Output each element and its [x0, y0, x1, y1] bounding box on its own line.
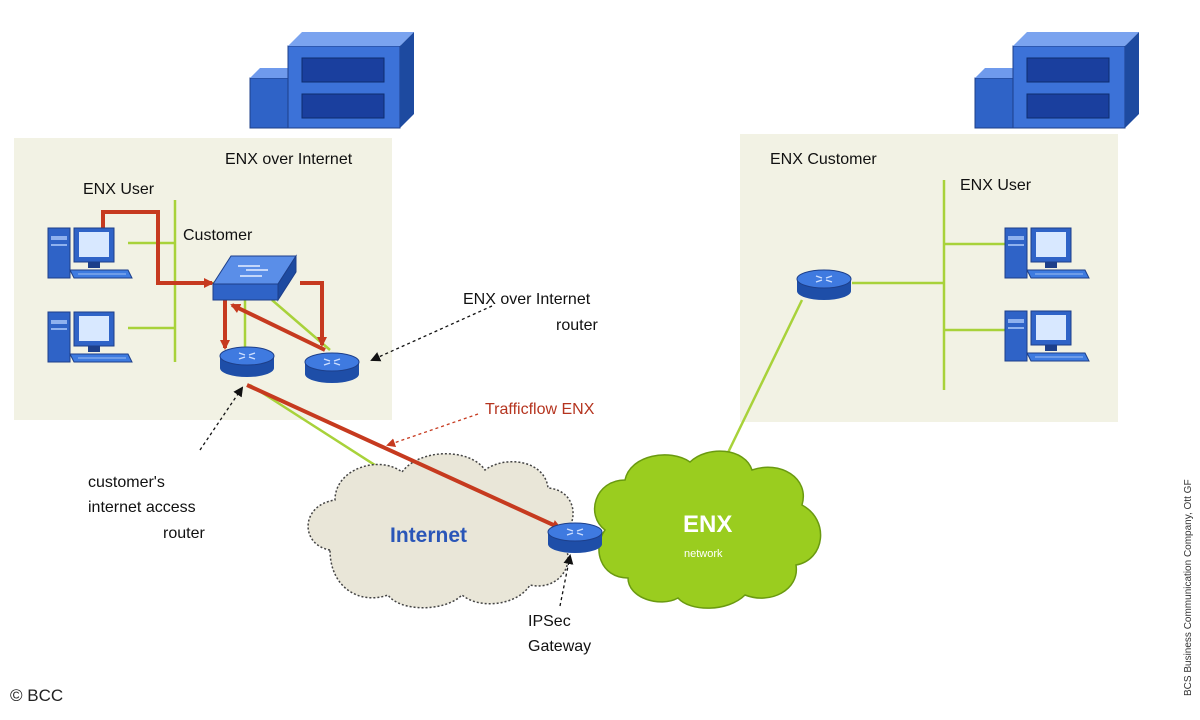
enx-router-pointer — [370, 305, 493, 362]
left-site-title: ENX over Internet — [225, 151, 353, 168]
right-site-title: ENX Customer — [770, 151, 877, 168]
internet-cloud — [307, 453, 574, 609]
enx-customer-router-icon — [796, 269, 852, 301]
enx-over-internet-router-icon — [304, 352, 360, 384]
access-router-label-line2: internet access — [88, 499, 196, 516]
copyright-notice: © BCC — [10, 686, 64, 705]
customer-switch-icon — [212, 254, 297, 302]
traffic-flow-path — [101, 210, 562, 530]
trafficflow-label: Trafficflow ENX — [485, 401, 595, 418]
gateway-pointer — [559, 554, 574, 607]
access-router-pointer — [199, 386, 244, 451]
gateway-label-line1: IPSec — [528, 613, 571, 630]
trafficflow-pointer — [386, 413, 479, 447]
right-lan-links — [720, 180, 1005, 466]
enx-cloud-sublabel: network — [684, 548, 723, 560]
right-users-label: ENX User — [960, 177, 1032, 194]
internet-access-router-icon — [219, 346, 275, 378]
side-credit: BCS Business Communication Company, Ott … — [1183, 479, 1194, 696]
switch-label: Customer — [183, 227, 253, 244]
enx-cloud — [594, 450, 822, 609]
enx-router-label-line1: ENX over Internet — [463, 291, 591, 308]
ipsec-gateway-router-icon — [547, 522, 603, 554]
enx-router-label-line2: router — [556, 317, 598, 334]
right-building-icon — [974, 31, 1140, 129]
access-router-label-line3: router — [163, 525, 205, 542]
enx-cloud-label: ENX — [683, 511, 732, 538]
left-building-icon — [249, 31, 415, 129]
internet-cloud-label: Internet — [390, 524, 467, 547]
access-router-label-line1: customer's — [88, 474, 165, 491]
left-users-label: ENX User — [83, 181, 155, 198]
gateway-label-line2: Gateway — [528, 638, 591, 655]
